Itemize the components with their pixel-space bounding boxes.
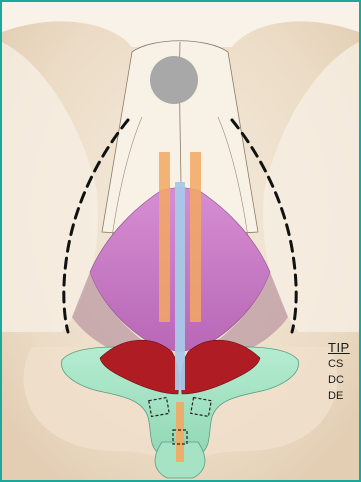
legend-item-dc: DC xyxy=(328,372,358,388)
columellar-strut-graft xyxy=(176,402,184,462)
tip-legend: TIP CS DC DE xyxy=(328,340,358,404)
left-graft-strip-icon xyxy=(159,152,170,322)
legend-item-cs: CS xyxy=(328,356,358,372)
legend-title: TIP xyxy=(328,340,358,355)
legend-item-de: DE xyxy=(328,388,358,404)
right-graft-strip-icon xyxy=(190,152,201,322)
radix-marker-icon xyxy=(150,56,198,104)
septum-strip xyxy=(175,182,185,390)
